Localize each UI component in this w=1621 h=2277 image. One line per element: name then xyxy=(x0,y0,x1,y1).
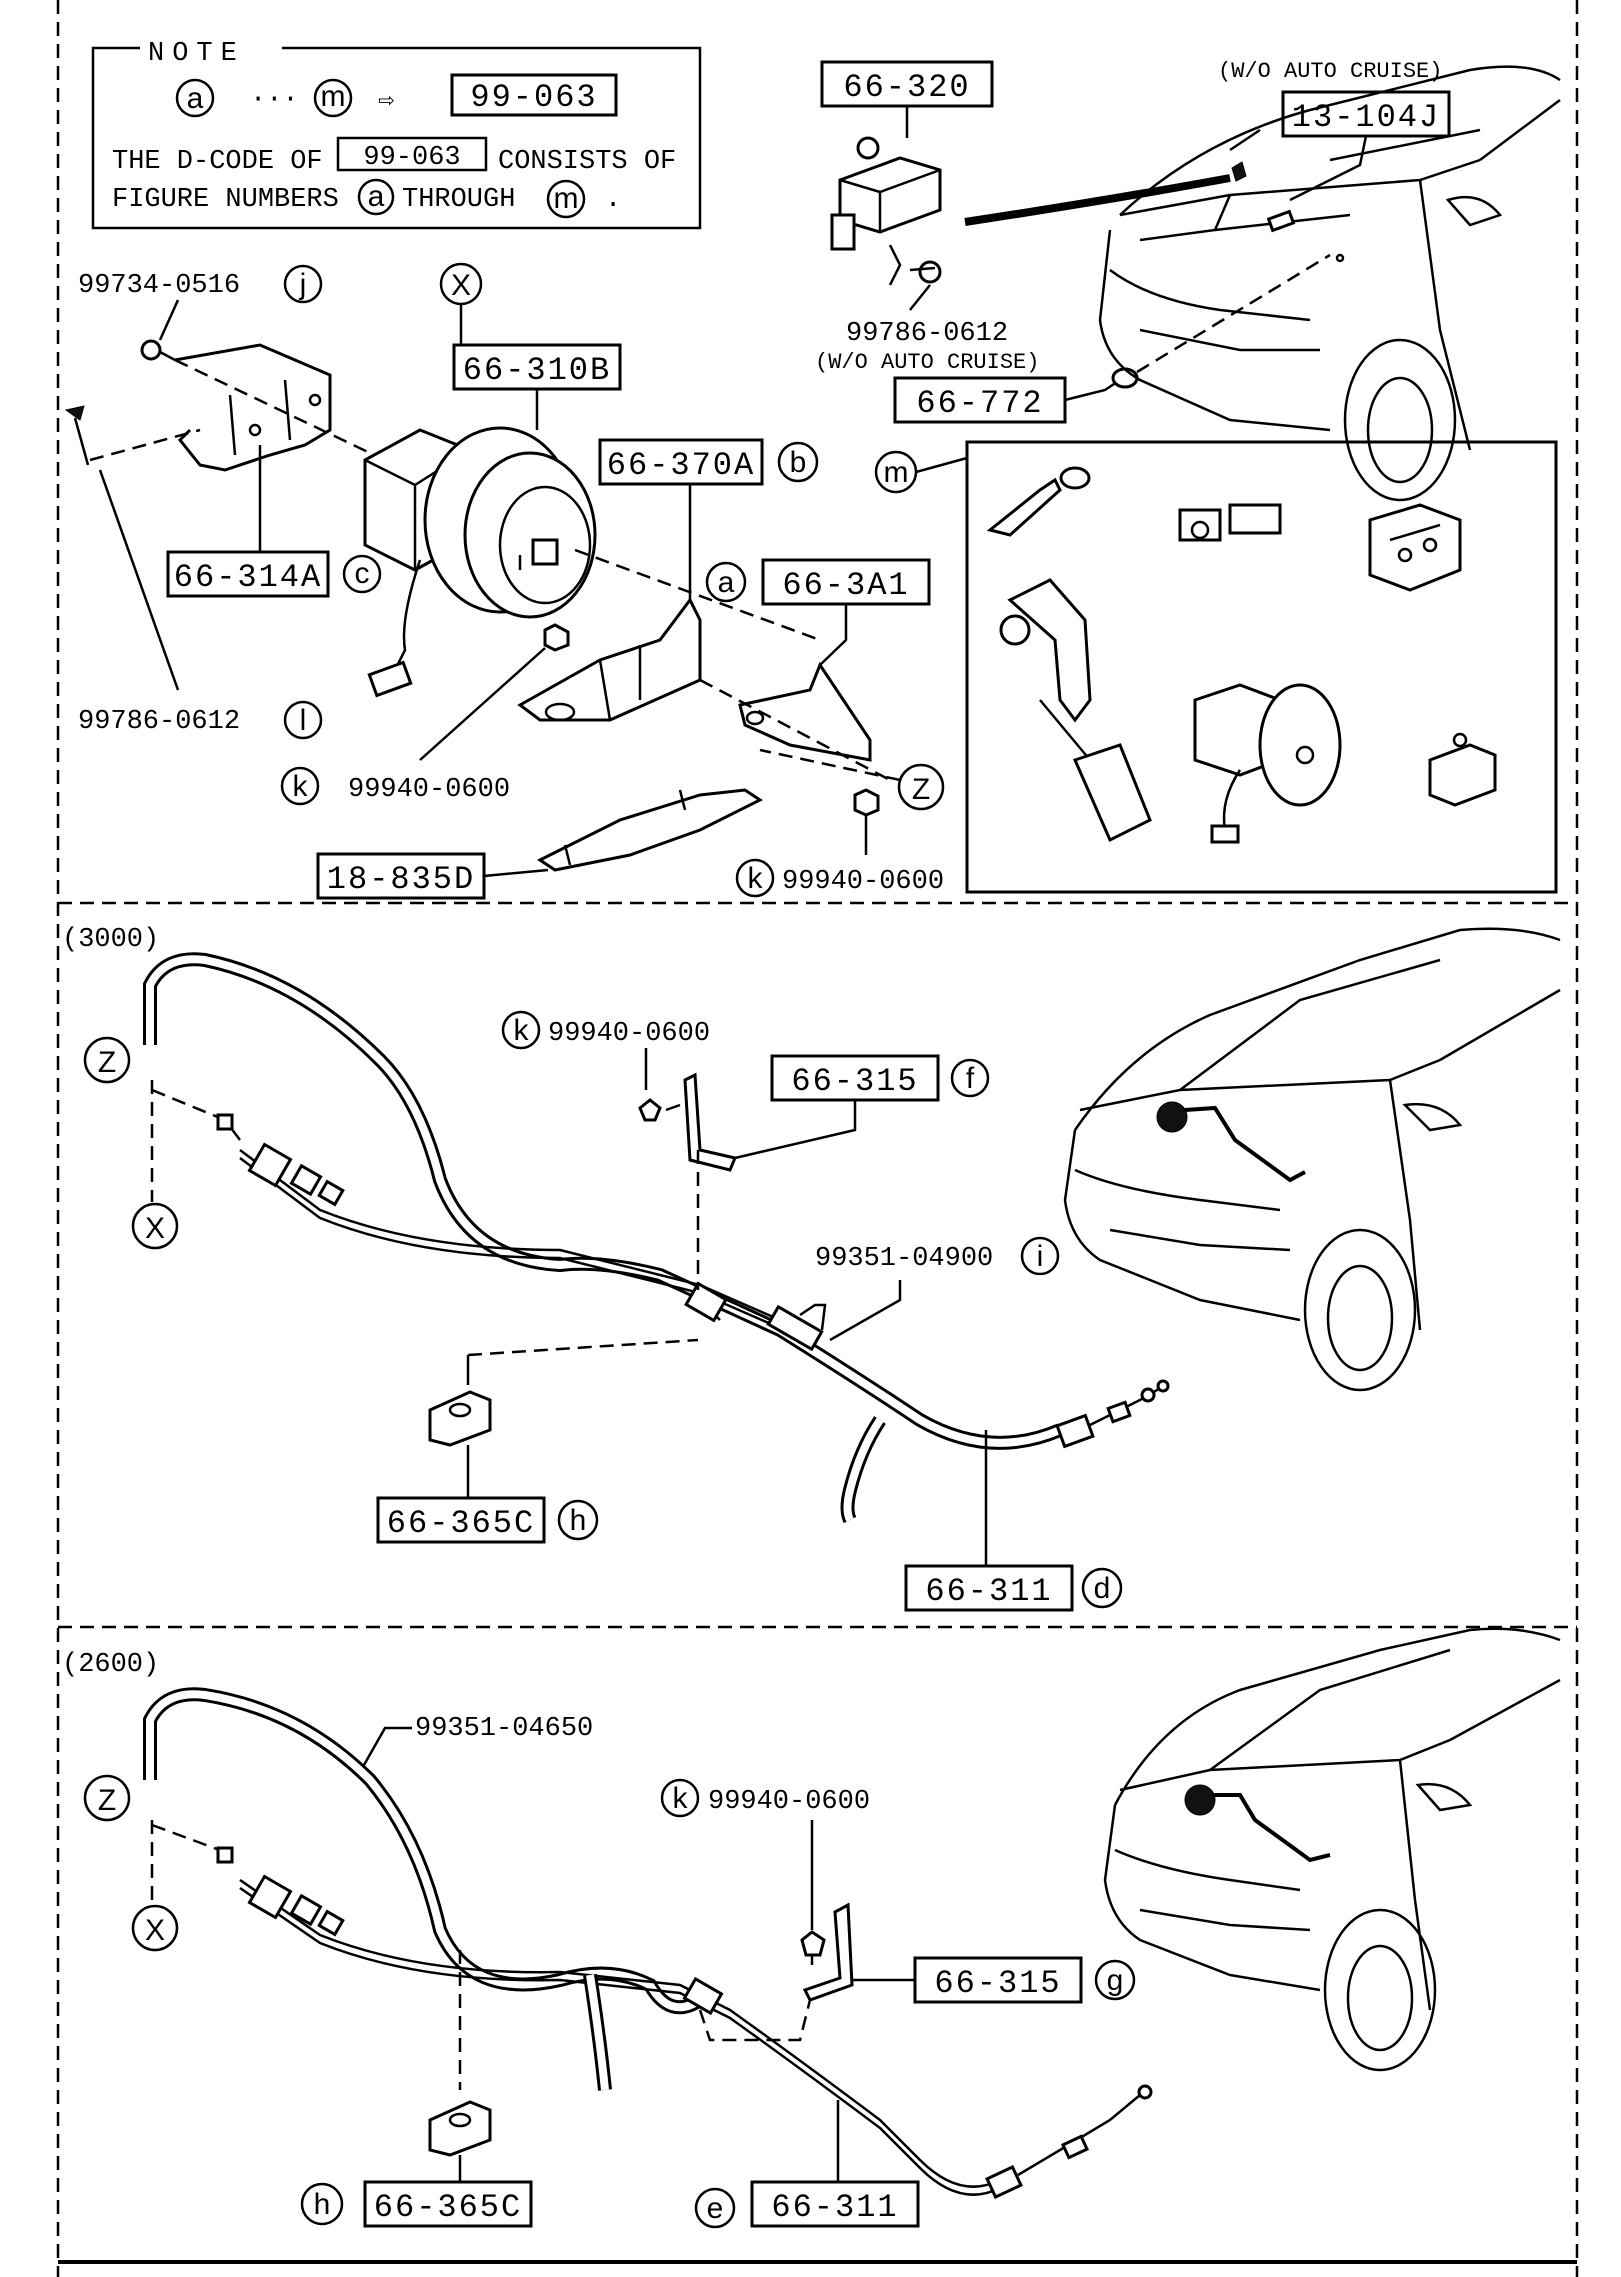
cable-66-311-2600 xyxy=(143,1687,1153,2199)
vehicle-illustration-top xyxy=(1098,65,1561,502)
part-66-315-2600: 66-315 xyxy=(934,1965,1061,2002)
section-3000-heading: (3000) xyxy=(62,925,159,955)
ref-l: l xyxy=(300,704,307,737)
ref-h-2600: h xyxy=(314,2188,331,2221)
marker-z-3000: Z xyxy=(98,1046,116,1079)
ref-h-3000: h xyxy=(570,1504,587,1537)
marker-x-2600: X xyxy=(145,1914,165,1947)
part-99786-0612: 99786-0612 xyxy=(78,707,240,737)
part-99734-0516: 99734-0516 xyxy=(78,271,240,301)
note-line2-from: a xyxy=(368,180,385,213)
nut-k-icon xyxy=(543,623,570,652)
ref-f: f xyxy=(966,1062,975,1095)
part-99940-0600-2600: 99940-0600 xyxy=(708,1787,870,1817)
bracket-66-3A1-icon xyxy=(738,661,872,762)
note-arrow: ⇨ xyxy=(378,87,394,117)
bracket-18-835D-icon xyxy=(537,788,763,872)
note-line2-mid: THROUGH xyxy=(402,185,515,215)
kit-m-box xyxy=(965,440,1558,894)
part-99940-0600-a: 99940-0600 xyxy=(348,775,510,805)
vehicle-illustration-2600 xyxy=(1103,1627,1561,2072)
wo-auto-cruise-label-1: (W/O AUTO CRUISE) xyxy=(1218,59,1442,84)
bracket-66-314A-icon xyxy=(174,343,332,472)
note-box: NOTE a ··· m ⇨ 99-063 THE D-CODE OF 99-0… xyxy=(91,39,702,230)
part-66-772: 66-772 xyxy=(916,385,1043,422)
nut-3000-icon xyxy=(638,1098,662,1122)
part-66-315-3000: 66-315 xyxy=(791,1063,918,1100)
ref-k-top2: k xyxy=(748,862,764,895)
note-title: NOTE xyxy=(148,39,245,69)
ref-d: d xyxy=(1094,1572,1111,1605)
ref-b: b xyxy=(790,446,807,479)
bracket-66-315-3000-icon xyxy=(683,1072,738,1172)
note-dots: ··· xyxy=(250,85,299,115)
part-66-314A: 66-314A xyxy=(174,559,322,596)
screw-icon xyxy=(918,260,942,284)
ref-k-3000: k xyxy=(514,1014,530,1047)
part-99940-0600-3000: 99940-0600 xyxy=(548,1019,710,1049)
marker-x-top: X xyxy=(451,269,471,302)
bracket-66-370A-icon xyxy=(517,597,702,722)
note-line2-end: . xyxy=(605,185,621,215)
part-66-3A1: 66-3A1 xyxy=(782,567,909,604)
ref-a: a xyxy=(718,566,735,599)
note-line1-prefix: THE D-CODE OF xyxy=(112,147,323,177)
part-13-104J: 13-104J xyxy=(1292,99,1440,136)
svg-text:66-320: 66-320 xyxy=(843,69,970,106)
note-ref-a: a xyxy=(187,82,204,115)
note-line1-suffix: CONSISTS OF xyxy=(498,147,676,177)
note-ref-m-circle xyxy=(313,78,353,118)
grommet-icon xyxy=(1111,367,1139,389)
part-66-365C-2600: 66-365C xyxy=(374,2189,522,2226)
clamp-66-365C-3000-icon xyxy=(428,1390,492,1447)
note-line2-prefix: FIGURE NUMBERS xyxy=(112,185,339,215)
part-66-311-2600: 66-311 xyxy=(771,2189,898,2226)
ref-j: j xyxy=(299,268,307,301)
ref-c: c xyxy=(355,557,370,590)
part-66-311-3000: 66-311 xyxy=(925,1573,1052,1610)
wo-auto-cruise-label-2: (W/O AUTO CRUISE) xyxy=(815,350,1039,375)
screw-j-icon xyxy=(140,339,162,361)
actuator-66-310B-icon xyxy=(363,426,597,698)
ref-m: m xyxy=(884,456,909,489)
section-2600-heading: (2600) xyxy=(62,1650,159,1680)
clamp-66-365C-2600-icon xyxy=(428,2100,492,2157)
note-line2-to: m xyxy=(554,182,579,215)
part-99786-0612-top: 99786-0612 xyxy=(846,319,1008,349)
vehicle-illustration-3000 xyxy=(1063,927,1561,1392)
cable-66-311-3000 xyxy=(143,952,1170,1524)
part-99351-04650: 99351-04650 xyxy=(415,1714,593,1744)
part-66-310B: 66-310B xyxy=(463,352,611,389)
ref-i: i xyxy=(1037,1240,1044,1273)
ref-k-2600: k xyxy=(673,1782,689,1815)
note-line1-code: 99-063 xyxy=(363,143,460,173)
marker-z-2600: Z xyxy=(98,1784,116,1817)
part-99940-0600-b: 99940-0600 xyxy=(782,867,944,897)
ref-k-top1: k xyxy=(293,770,309,803)
part-66-320: 66-320 xyxy=(820,60,1231,286)
note-ref-a-circle xyxy=(175,78,215,118)
ref-g: g xyxy=(1107,1964,1124,1997)
part-66-365C-3000: 66-365C xyxy=(387,1505,535,1542)
part-18-835D: 18-835D xyxy=(327,861,475,898)
nut-2600-icon xyxy=(800,1930,826,1957)
kit-m-components xyxy=(986,466,1497,844)
part-66-370A: 66-370A xyxy=(607,447,755,484)
note-ref-m: m xyxy=(321,80,346,113)
marker-x-3000: X xyxy=(145,1212,165,1245)
marker-z-top: Z xyxy=(912,773,930,806)
screw-l-icon xyxy=(64,405,85,421)
ref-e: e xyxy=(707,2192,724,2225)
note-dcode-box: 99-063 xyxy=(470,79,597,116)
nut-k2-icon xyxy=(853,788,880,817)
part-99351-04900: 99351-04900 xyxy=(815,1244,993,1274)
